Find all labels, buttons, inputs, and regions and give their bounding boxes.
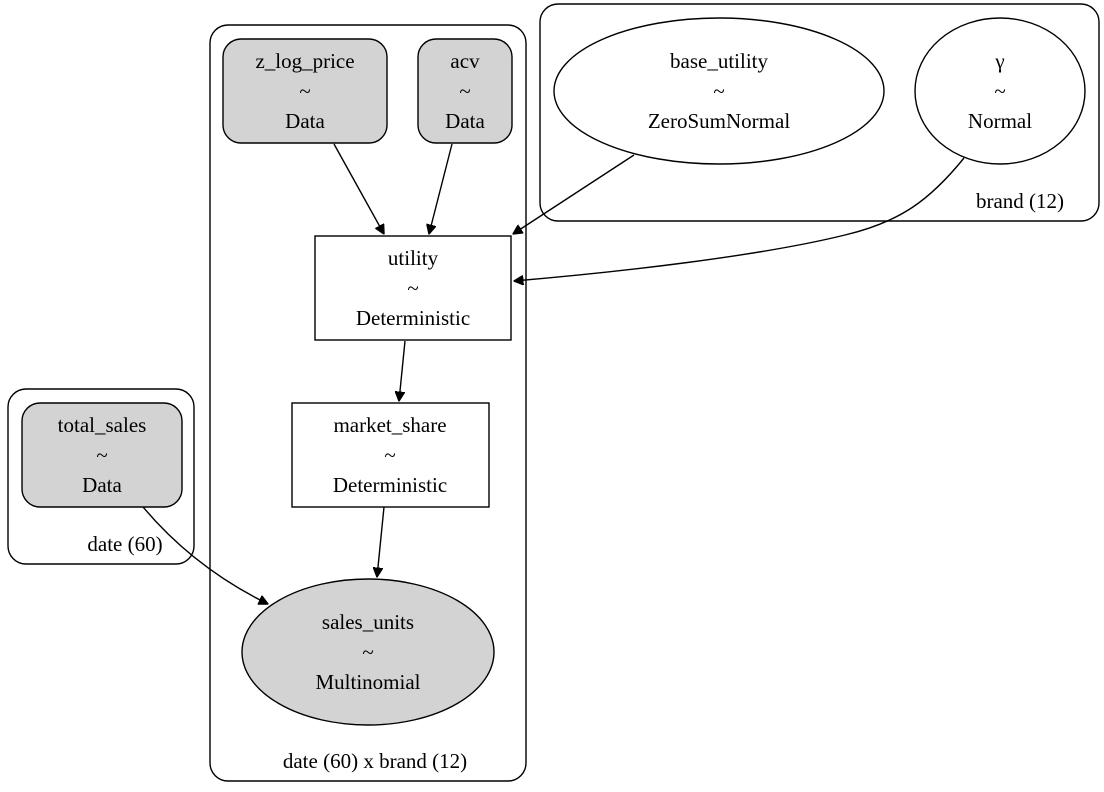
node-market-share-dist: Deterministic bbox=[333, 473, 447, 497]
edge-acv-to-utility bbox=[429, 143, 453, 234]
edge-gamma-to-utility bbox=[514, 157, 965, 281]
plate-brand: brand (12) bbox=[539, 3, 1100, 222]
plate-date-brand: date (60) x brand (12) bbox=[209, 24, 527, 782]
node-market-share[interactable]: market_share ~ Deterministic bbox=[291, 402, 490, 508]
node-base-utility-dist: ZeroSumNormal bbox=[648, 109, 790, 133]
edge-market-share-to-sales-units bbox=[377, 506, 385, 577]
node-gamma-tilde: ~ bbox=[994, 79, 1005, 103]
node-total-sales-name: total_sales bbox=[58, 413, 147, 437]
node-acv-dist: Data bbox=[445, 109, 485, 133]
plate-date-brand-label: date (60) x brand (12) bbox=[283, 749, 467, 773]
edge-utility-to-market-share bbox=[399, 340, 406, 401]
node-base-utility-tilde: ~ bbox=[713, 79, 724, 103]
node-z-log-price-name: z_log_price bbox=[255, 49, 354, 73]
node-total-sales[interactable]: total_sales ~ Data bbox=[21, 402, 183, 508]
node-utility-dist: Deterministic bbox=[356, 306, 470, 330]
node-sales-units-dist: Multinomial bbox=[316, 670, 421, 694]
node-gamma-name: γ bbox=[994, 49, 1004, 73]
edge-total-sales-to-sales-units bbox=[142, 506, 268, 604]
node-base-utility[interactable]: base_utility ~ ZeroSumNormal bbox=[553, 17, 885, 165]
node-acv-tilde: ~ bbox=[459, 79, 470, 103]
node-gamma[interactable]: γ ~ Normal bbox=[914, 17, 1086, 165]
node-total-sales-tilde: ~ bbox=[96, 443, 107, 467]
edge-z-log-price-to-utility bbox=[333, 143, 384, 234]
node-z-log-price[interactable]: z_log_price ~ Data bbox=[222, 38, 388, 144]
node-z-log-price-dist: Data bbox=[285, 109, 325, 133]
node-utility-tilde: ~ bbox=[407, 276, 418, 300]
node-acv[interactable]: acv ~ Data bbox=[417, 38, 513, 144]
node-market-share-tilde: ~ bbox=[384, 443, 395, 467]
node-total-sales-dist: Data bbox=[82, 473, 122, 497]
node-sales-units-tilde: ~ bbox=[362, 640, 373, 664]
node-acv-name: acv bbox=[450, 49, 480, 73]
node-gamma-dist: Normal bbox=[968, 109, 1032, 133]
node-sales-units[interactable]: sales_units ~ Multinomial bbox=[241, 578, 495, 726]
plate-brand-label: brand (12) bbox=[976, 189, 1064, 213]
node-utility[interactable]: utility ~ Deterministic bbox=[314, 235, 512, 341]
plate-date-label: date (60) bbox=[87, 532, 162, 556]
node-market-share-name: market_share bbox=[333, 413, 446, 437]
node-utility-name: utility bbox=[388, 246, 439, 270]
node-sales-units-name: sales_units bbox=[322, 610, 414, 634]
edge-base-utility-to-utility bbox=[513, 154, 635, 234]
node-base-utility-name: base_utility bbox=[670, 49, 768, 73]
plate-date: date (60) bbox=[7, 388, 195, 565]
edges bbox=[142, 143, 965, 604]
node-z-log-price-tilde: ~ bbox=[299, 79, 310, 103]
